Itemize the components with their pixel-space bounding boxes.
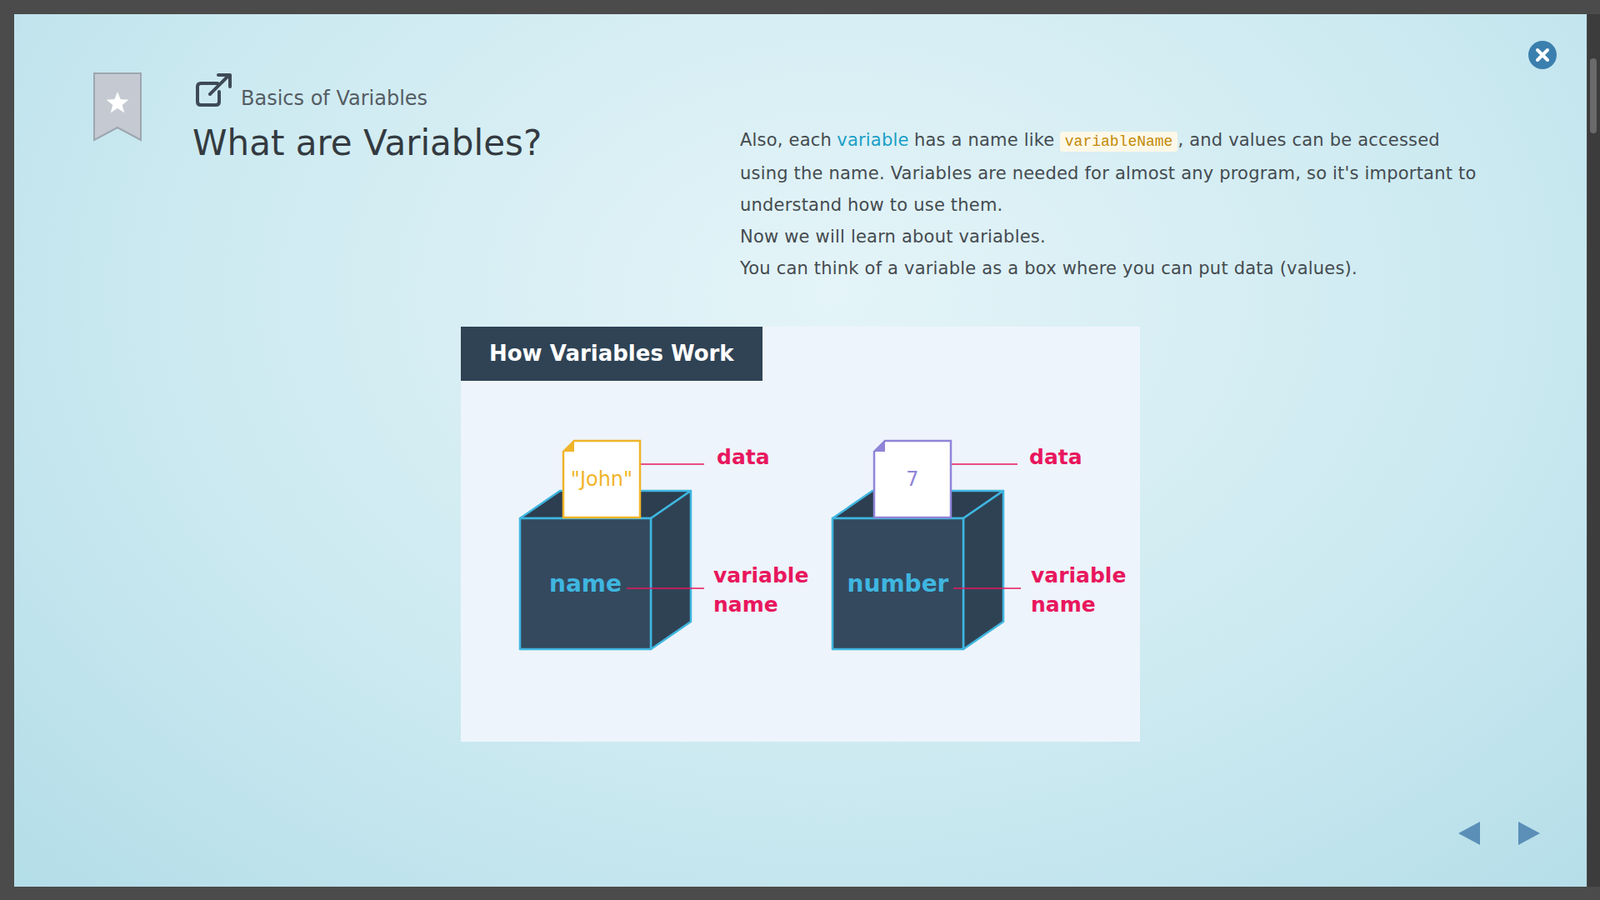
data-value: 7 (905, 467, 919, 491)
leader-line (626, 587, 705, 590)
scrollbar-thumb (1590, 58, 1597, 134)
variable-boxes-illustration (460, 326, 1140, 742)
leader-line (953, 587, 1021, 590)
box-side-face (963, 490, 1004, 650)
variable-name: name (549, 570, 622, 598)
open-link-arrow (210, 75, 230, 95)
intro-text: has a name like (914, 130, 1055, 150)
leader-line (640, 463, 705, 465)
leader-line (951, 463, 1018, 465)
panel-heading: How Variables Work (460, 326, 763, 381)
intro-text: You can think of a variable as a box whe… (740, 252, 1490, 285)
variable-name: number (847, 570, 950, 598)
callout-label: variable name (1030, 560, 1138, 620)
callout-label: variable name (713, 560, 822, 620)
variable-box: number (832, 518, 964, 650)
scrollbar (1587, 14, 1600, 887)
callout-label: data (716, 442, 825, 472)
box-front-face (832, 518, 964, 650)
data-card: 7 (873, 440, 952, 519)
page-title: What are Variables? (192, 121, 542, 165)
bookmark-icon (94, 73, 141, 140)
keyword-link: variable (836, 130, 909, 150)
variable-box: name (520, 518, 651, 650)
data-card: "John" (562, 440, 641, 519)
intro-sentence: Also, eachvariablehas a name likevariabl… (740, 124, 1490, 221)
diagram-panel: "John" name 7 number How Variables Work data v… (460, 326, 1140, 742)
intro-text: Now we will learn about variables. (740, 220, 1490, 253)
paper-sheet (563, 440, 640, 518)
intro-text: Also, each (740, 130, 832, 150)
paper-fold (563, 440, 575, 452)
callout-label: data (1029, 442, 1136, 472)
close-cross (1537, 50, 1548, 60)
prev-arrow (1458, 821, 1480, 845)
paper-fold (874, 440, 885, 452)
code-name: variableName (1060, 131, 1179, 152)
paper-sheet (874, 440, 951, 518)
intro-paragraph: Also, eachvariablehas a name likevariabl… (740, 124, 1490, 285)
bookmark-star (106, 91, 130, 113)
close-button (1528, 40, 1557, 70)
box-front-face (520, 518, 651, 650)
data-value: "John" (570, 467, 633, 491)
box-side-face (650, 490, 691, 650)
next-arrow (1518, 821, 1540, 845)
breadcrumb: Basics of Variables (240, 85, 428, 111)
